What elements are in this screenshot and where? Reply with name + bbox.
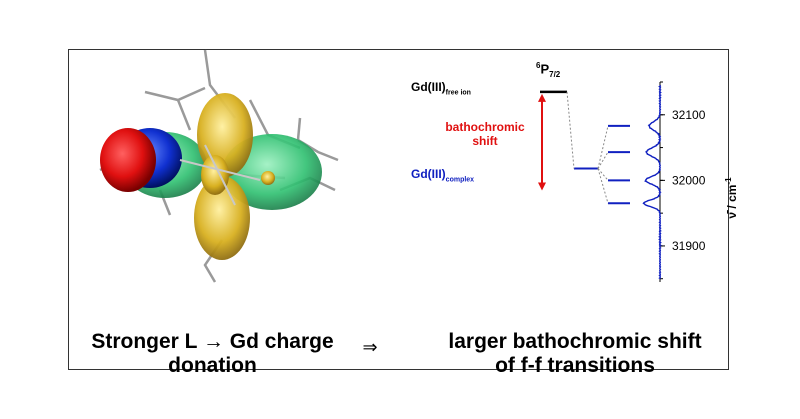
implies-arrow-icon: ⇒ — [362, 337, 378, 357]
y-axis-title: ν̄ / cm-1 — [724, 177, 739, 219]
connector-split — [597, 151, 609, 169]
connector-free-to-complex — [566, 91, 575, 169]
y-tick-label: 32100 — [672, 108, 706, 122]
complex-label: Gd(III)complex — [411, 167, 475, 184]
caption-right: larger bathochromic shift of f-f transit… — [448, 330, 702, 377]
connector-split — [597, 125, 609, 169]
term-symbol: 6P7/2 — [536, 61, 561, 79]
shift-arrow-head-down — [538, 182, 546, 191]
connector-split — [597, 168, 609, 204]
connector-split — [597, 168, 609, 181]
y-tick-label: 32000 — [672, 173, 706, 187]
y-tick-label: 31900 — [672, 239, 706, 253]
spectrum-trace — [642, 84, 662, 280]
free-ion-label: Gd(III)free ion — [411, 80, 471, 97]
shift-arrow-head-up — [538, 93, 546, 102]
caption-left: Stronger L → Gd charge donation — [91, 330, 334, 377]
bathochromic-shift-label: bathochromic shift — [445, 120, 525, 148]
